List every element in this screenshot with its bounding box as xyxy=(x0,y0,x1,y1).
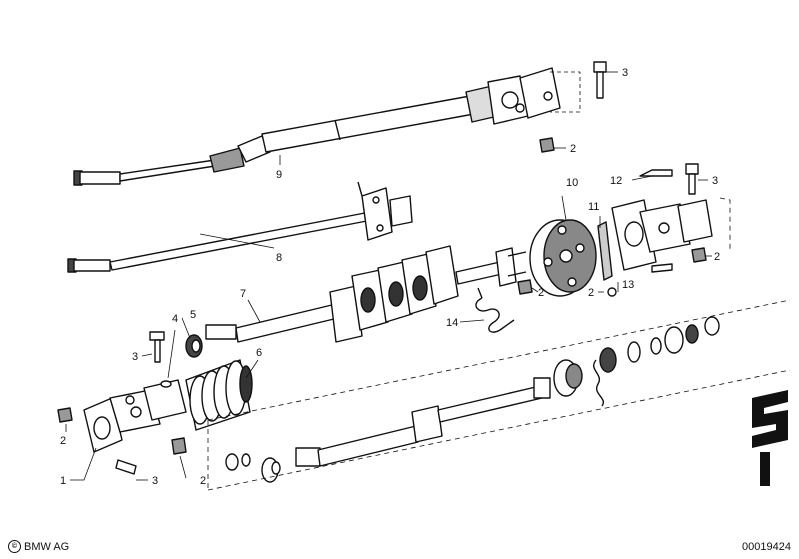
callout-2: 2 xyxy=(60,435,66,447)
diagram-reference-number: 00019424 xyxy=(742,541,791,553)
callout-5: 5 xyxy=(190,309,196,321)
steering-shaft-lower xyxy=(205,245,527,343)
callout-8: 8 xyxy=(276,252,282,264)
flex-coupling-disc xyxy=(529,219,597,297)
callout-3: 3 xyxy=(152,475,158,487)
callout-9: 9 xyxy=(276,169,282,181)
callout-3: 3 xyxy=(132,351,138,363)
upper-steering-shaft xyxy=(73,67,561,186)
callout-labels: 9 3 2 8 10 12 3 11 2 13 2 2 7 14 4 5 6 3… xyxy=(60,67,720,487)
callout-2: 2 xyxy=(714,251,720,263)
protective-boot xyxy=(185,359,253,431)
fasteners xyxy=(57,61,707,475)
callout-2: 2 xyxy=(570,143,576,155)
callout-10: 10 xyxy=(566,177,578,189)
spring xyxy=(475,287,515,333)
intermediate-shaft xyxy=(67,181,413,273)
callout-6: 6 xyxy=(256,347,262,359)
callout-2: 2 xyxy=(200,475,206,487)
copyright-icon: © xyxy=(8,540,21,553)
callout-13: 13 xyxy=(622,279,634,291)
callout-14: 14 xyxy=(446,317,458,329)
upper-universal-joint xyxy=(597,199,713,281)
copyright-brand: © BMW AG xyxy=(8,540,69,553)
callout-11: 11 xyxy=(588,201,599,213)
lower-steering-shaft xyxy=(225,316,720,483)
callout-4: 4 xyxy=(172,313,178,325)
callout-3: 3 xyxy=(622,67,628,79)
bushing xyxy=(185,334,203,358)
leader-lines xyxy=(65,71,791,491)
callout-2: 2 xyxy=(588,287,594,299)
callout-1: 1 xyxy=(60,475,66,487)
callout-3: 3 xyxy=(712,175,718,187)
callout-12: 12 xyxy=(610,175,622,187)
lower-universal-joint xyxy=(83,379,187,453)
cropped-figure-marks xyxy=(752,390,788,486)
brand-text: BMW AG xyxy=(24,540,70,553)
callout-2: 2 xyxy=(538,287,544,299)
callout-7: 7 xyxy=(240,288,246,300)
